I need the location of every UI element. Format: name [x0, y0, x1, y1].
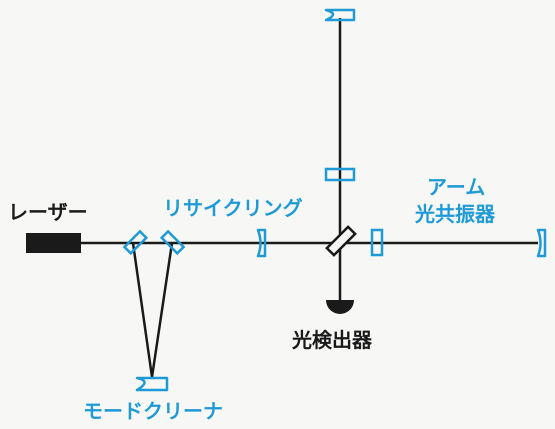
mode-cleaner-end-mirror [135, 376, 169, 392]
mode-cleaner-mirror-left [122, 229, 149, 256]
laser-label: レーザー [8, 200, 88, 224]
beam-splitter [325, 225, 357, 257]
mode-cleaner-beam-left [131, 242, 154, 378]
mode-cleaner-beam-right [150, 242, 174, 378]
laser-source [26, 233, 81, 253]
mode-cleaner-mirror-right [159, 229, 186, 256]
arm-end-mirror-horizontal [536, 228, 547, 258]
arm-input-mirror-horizontal [370, 228, 384, 257]
arm-end-mirror-vertical [324, 8, 356, 22]
photodetector-label: 光検出器 [292, 328, 372, 352]
arm-cavity-label-line2: 光共振器 [415, 202, 495, 226]
recycling-mirror [256, 228, 267, 258]
photodetector [326, 300, 354, 314]
mode-cleaner-label: モードクリーナ [83, 399, 223, 423]
arm-cavity-label-line1: アーム [427, 175, 486, 199]
arm-input-mirror-vertical [324, 167, 356, 182]
recycling-label: リサイクリング [163, 196, 303, 220]
